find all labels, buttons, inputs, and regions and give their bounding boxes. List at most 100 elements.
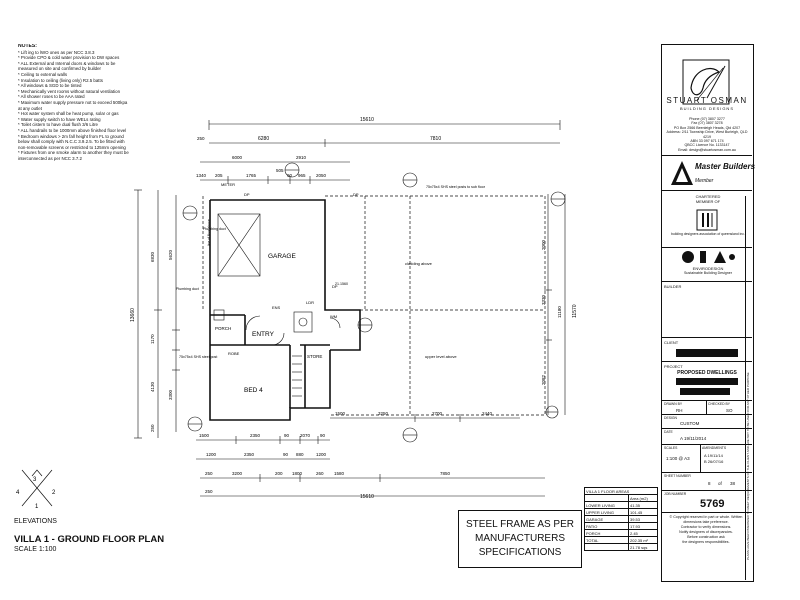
drawn-by-label: DRAWN BY (664, 402, 683, 406)
copyright-line: Contractor to verify dimensions. (680, 525, 732, 529)
room-ldr: LDR (306, 300, 314, 305)
note-dp: DP (244, 192, 250, 197)
note-line: below shall comply with N.C.C 3.9.2.5. T… (18, 139, 125, 145)
upper-level-outline (325, 195, 546, 416)
note-plumbing-duct: Plumbing duct (203, 227, 226, 231)
note-line: * ALL External and Internal doors & wind… (18, 60, 116, 66)
brand-name: STUART OSMAN (666, 96, 748, 105)
area-name: LOWER LIVING (584, 501, 629, 509)
divider (661, 337, 752, 338)
amendment: B 26/07/16 (704, 459, 724, 464)
copyright-notice: © Copyright reserved in part or whole. W… (664, 515, 748, 545)
note-steel-posts-subfloor: 75x75x4 SHS steel posts to sub floor (426, 185, 486, 189)
dim-left-overall: 13660 (130, 308, 136, 322)
note-line: * Insulation to ceiling (living only) R2… (18, 77, 103, 83)
bdaq-label: CHARTERED MEMBER OF (666, 194, 750, 204)
general-notes: NOTES: * Lift ing to lWO ones as per NCC… (18, 44, 186, 161)
area-name: TOTAL (584, 536, 629, 544)
bdaq-line: CHARTERED (695, 194, 721, 199)
note-ref: 21.1560 (335, 282, 348, 286)
note-upper-level-above: upper level above (425, 354, 457, 359)
dim-bottom: 7850 (440, 471, 451, 476)
envirodesign-logo-icon (682, 251, 735, 263)
dim-top: 250 (197, 136, 205, 141)
divider (661, 247, 752, 248)
amendments-label: AMENDMENTS (702, 446, 727, 450)
dim-top: 6280 (258, 136, 269, 142)
project-label: PROJECT (664, 364, 683, 369)
area-value: 41.35 (628, 501, 658, 509)
project-address-redacted (676, 378, 738, 385)
sheet-total: 38 (730, 481, 736, 486)
dim-bottom: 260 (316, 471, 324, 476)
room-wm: WM (330, 314, 337, 319)
divider (661, 490, 752, 491)
note-line-of-floor-above: line of floor above (207, 219, 211, 246)
dim-top: 2050 (316, 173, 327, 178)
sheet-number-label: SHEET NUMBER (664, 474, 691, 478)
steel-note-line: MANUFACTURERS (474, 533, 565, 544)
dim-top: 505 (276, 168, 284, 173)
dim-bottom: 1200 (316, 452, 327, 457)
divider (706, 400, 707, 414)
dim-right-overall: 11570 (572, 304, 578, 318)
dim-top: 1765 (246, 173, 257, 178)
builder-label: BUILDER (664, 284, 682, 289)
checked-by: SO (726, 408, 733, 413)
date-value: A 19/11/2014 (680, 436, 707, 441)
room-ens: ENS (272, 305, 281, 310)
steel-note-line: SPECIFICATIONS (478, 547, 562, 558)
note-line: * Toilet cistern to have dual flush 3/6 … (18, 122, 98, 128)
dim-bottom: 1580 (334, 471, 345, 476)
side-strip-text: PLANS HAVE BEEN PREPARED TO MEET REQUIRE… (747, 372, 750, 560)
dim-bottom: 1800 (292, 471, 303, 476)
dim-top: 205 (215, 173, 223, 178)
room-robe: ROBE (228, 351, 240, 356)
wall-outline-west (209, 200, 331, 421)
floor-areas-table: VILLA 1 FLOOR AREAS Area (m2) LOWER LIVI… (584, 487, 658, 551)
job-number: 5769 (700, 498, 725, 510)
stuart-osman-logo (682, 59, 730, 105)
checked-by-label: CHECKED BY (708, 402, 731, 406)
area-name (584, 543, 629, 551)
area-name: PORCH (584, 529, 629, 537)
divider (745, 196, 746, 580)
drawing-scale: SCALE 1:100 (14, 546, 57, 553)
design-label: DESIGN (664, 416, 677, 420)
note-line: * Lift ing to lWO ones as per NCC 3.8.3 (18, 49, 95, 55)
client-label: CLIENT (664, 340, 679, 345)
brand-subtitle: BUILDING DESIGNS (679, 106, 734, 111)
areas-heading: VILLA 1 FLOOR AREAS (584, 487, 658, 495)
divider (661, 155, 752, 156)
project-address-redacted (680, 388, 730, 395)
area-value: 21.78 sqs (628, 543, 658, 551)
sheet-number: 8 (708, 481, 711, 486)
steel-frame-note: STEEL FRAME AS PER MANUFACTURERS SPECIFI… (458, 510, 582, 568)
drawing-title: VILLA 1 - GROUND FLOOR PLAN (14, 534, 165, 545)
note-cladding-above: cladding above (405, 261, 433, 266)
area-name: GARAGE (584, 515, 629, 523)
divider (661, 428, 752, 429)
compass-3: 2 (52, 490, 56, 496)
compass-2: 4 (16, 490, 20, 496)
dim-bottom: 90 (320, 433, 326, 438)
dim-top: 965 (298, 173, 306, 178)
dim-right: 3330 (541, 294, 546, 305)
contact-line: PO Box 2566 Beenleigh Heads, Qld 4207 (673, 125, 741, 130)
divider (661, 444, 752, 445)
master-builders-logo-icon (671, 161, 693, 185)
note-line: * Water supply switch to have WELs ratin… (18, 116, 101, 122)
room-garage: GARAGE (268, 253, 296, 260)
note-line: * Fixtures from one smoke alarm to anoth… (18, 150, 129, 156)
dim-left: 1170 (150, 334, 155, 344)
contact-details: Phone (07) 3807 3277 Fax (07) 3807 3278 … (663, 117, 751, 152)
elevation-compass-icon (21, 469, 53, 507)
table-row: 21.78 sqs (584, 543, 658, 551)
dim-right: 11180 (557, 306, 562, 318)
copyright-line: © Copyright reserved in part or whole. W… (669, 515, 743, 519)
divider (661, 414, 752, 415)
